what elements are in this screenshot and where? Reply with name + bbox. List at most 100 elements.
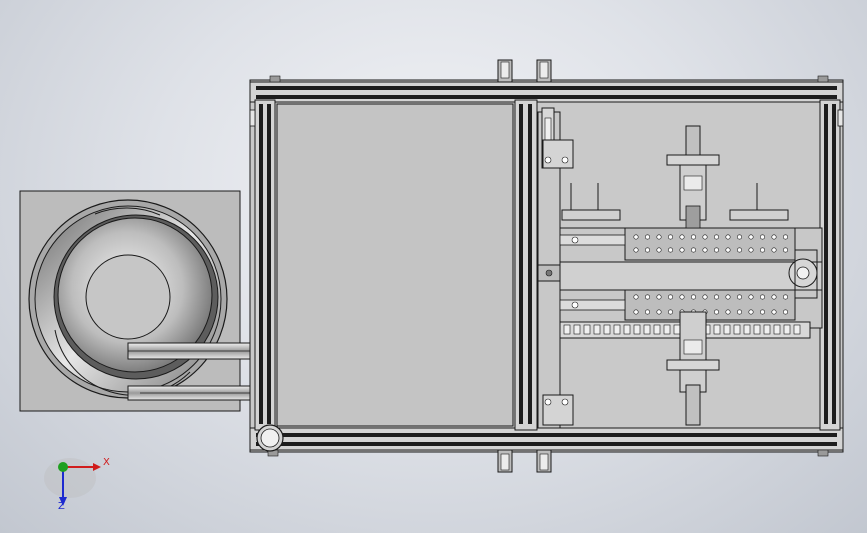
chain-link — [593, 324, 601, 335]
frame-left-rail — [254, 99, 276, 431]
bolt-hole — [633, 234, 639, 240]
coordinate-triad-icon — [44, 458, 101, 506]
bolt-hole — [713, 309, 719, 315]
chain-link — [613, 324, 621, 335]
bolt-hole — [702, 294, 708, 300]
bolt-hole — [771, 309, 777, 315]
chain-link — [753, 324, 761, 335]
bolt-hole — [561, 398, 569, 406]
chain-link — [763, 324, 771, 335]
bolt-hole — [667, 294, 673, 300]
cover-plate[interactable] — [276, 103, 514, 427]
chain-link — [783, 324, 791, 335]
chain-link — [633, 324, 641, 335]
bolt-hole — [690, 247, 696, 253]
frame-bottom-rail — [249, 427, 844, 451]
chain-link — [573, 324, 581, 335]
bolt-hole — [644, 247, 650, 253]
vertical-slide-unit[interactable] — [537, 107, 574, 429]
chain-link — [663, 324, 671, 335]
chain-link — [733, 324, 741, 335]
bolt-hole — [782, 309, 788, 315]
bowl-spiral-lip-2 — [94, 207, 161, 216]
bolt-hole — [633, 309, 639, 315]
bolt-hole — [667, 309, 673, 315]
pick-and-place-upper[interactable] — [561, 125, 789, 229]
bolt-hole — [782, 234, 788, 240]
vibratory-bowl-feeder[interactable] — [19, 190, 241, 412]
chain-link — [603, 324, 611, 335]
bolt-hole — [782, 294, 788, 300]
bolt-hole — [544, 398, 552, 406]
bolt-hole — [782, 247, 788, 253]
frame-center-rail — [514, 99, 538, 431]
axis-x-label: X — [103, 457, 110, 468]
bolt-hole — [748, 294, 754, 300]
bolt-hole — [644, 294, 650, 300]
bolt-hole — [713, 234, 719, 240]
bolt-hole — [736, 247, 742, 253]
bolt-hole — [571, 236, 579, 244]
mounting-feet[interactable] — [497, 59, 552, 473]
bolt-hole — [759, 247, 765, 253]
bolt-hole — [679, 234, 685, 240]
bolt-hole — [561, 156, 569, 164]
bolt-hole — [736, 309, 742, 315]
bolt-hole — [702, 234, 708, 240]
bolt-hole — [633, 294, 639, 300]
bolt-hole — [656, 234, 662, 240]
chain-link — [743, 324, 751, 335]
bolt-hole — [656, 247, 662, 253]
conveyor-chain — [563, 324, 801, 335]
bolt-hole — [748, 247, 754, 253]
bolt-hole — [656, 309, 662, 315]
bolt-hole — [771, 247, 777, 253]
bolt-hole — [544, 156, 552, 164]
bolt-hole — [725, 247, 731, 253]
chain-link — [723, 324, 731, 335]
bolt-hole — [736, 294, 742, 300]
axis-z-label: Z — [58, 501, 65, 512]
chain-link — [583, 324, 591, 335]
bolt-hole — [667, 234, 673, 240]
bolt-hole — [736, 234, 742, 240]
bolt-hole — [771, 294, 777, 300]
chain-link — [623, 324, 631, 335]
bolt-hole — [725, 234, 731, 240]
chain-link — [673, 324, 681, 335]
chain-link — [653, 324, 661, 335]
pick-and-place-lower[interactable] — [666, 311, 720, 426]
chain-link — [643, 324, 651, 335]
chain-link — [713, 324, 721, 335]
bolt-hole — [725, 309, 731, 315]
bolt-hole — [690, 294, 696, 300]
bolt-hole — [759, 309, 765, 315]
bolt-hole — [644, 309, 650, 315]
bolt-pattern — [544, 156, 788, 406]
bolt-hole — [771, 234, 777, 240]
frame-right-rail — [819, 99, 841, 431]
bolt-hole — [702, 247, 708, 253]
bolt-hole — [679, 247, 685, 253]
bolt-hole — [748, 309, 754, 315]
bolt-hole — [644, 234, 650, 240]
bolt-hole — [725, 294, 731, 300]
bolt-hole — [656, 294, 662, 300]
bolt-hole — [759, 294, 765, 300]
bolt-hole — [748, 234, 754, 240]
bolt-hole — [667, 247, 673, 253]
bolt-hole — [713, 247, 719, 253]
bolt-hole — [713, 294, 719, 300]
bolt-hole — [571, 301, 579, 309]
chain-link — [793, 324, 801, 335]
bolt-hole — [759, 234, 765, 240]
bowl-cone — [85, 254, 171, 340]
caster-wheel[interactable] — [256, 424, 284, 452]
chain-link — [563, 324, 571, 335]
bolt-hole — [690, 234, 696, 240]
bolt-hole — [633, 247, 639, 253]
chain-link — [773, 324, 781, 335]
bolt-hole — [679, 294, 685, 300]
